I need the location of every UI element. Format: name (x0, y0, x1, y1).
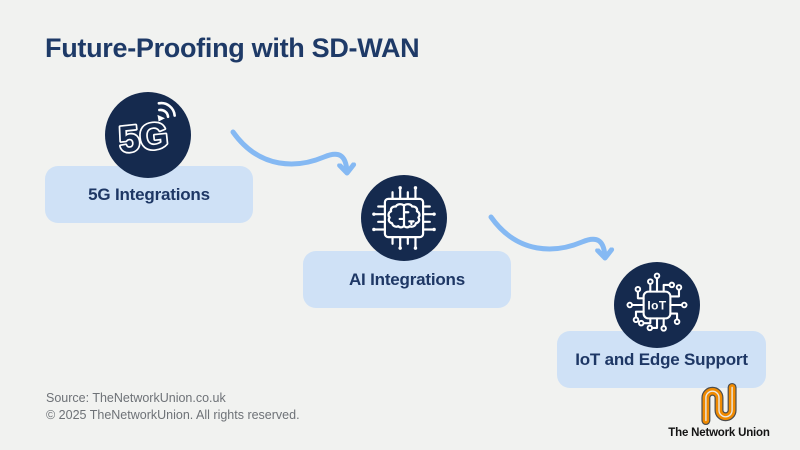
footer: Source: TheNetworkUnion.co.uk © 2025 The… (46, 390, 300, 424)
curved-arrow-icon (488, 214, 618, 275)
network-union-logo: The Network Union (666, 382, 772, 439)
source-line: Source: TheNetworkUnion.co.uk (46, 391, 226, 405)
step-label: AI Integrations (348, 269, 465, 289)
signal-waves-icon (157, 101, 176, 122)
step-label: 5G Integrations (88, 184, 210, 204)
iot-icon-text: IoT (647, 298, 667, 312)
iot-icon: IoT (614, 262, 700, 348)
page-title: Future-Proofing with SD-WAN (45, 33, 420, 63)
5g-icon-text: 5G (117, 115, 170, 161)
network-union-logo-icon (701, 382, 737, 426)
ai-chip-icon (361, 175, 447, 261)
5g-icon: 5G (105, 92, 191, 178)
copyright-line: © 2025 TheNetworkUnion. All rights reser… (46, 408, 300, 422)
logo-wordmark: The Network Union (668, 427, 770, 439)
curved-arrow-icon (230, 129, 360, 190)
step-label: IoT and Edge Support (575, 349, 748, 369)
